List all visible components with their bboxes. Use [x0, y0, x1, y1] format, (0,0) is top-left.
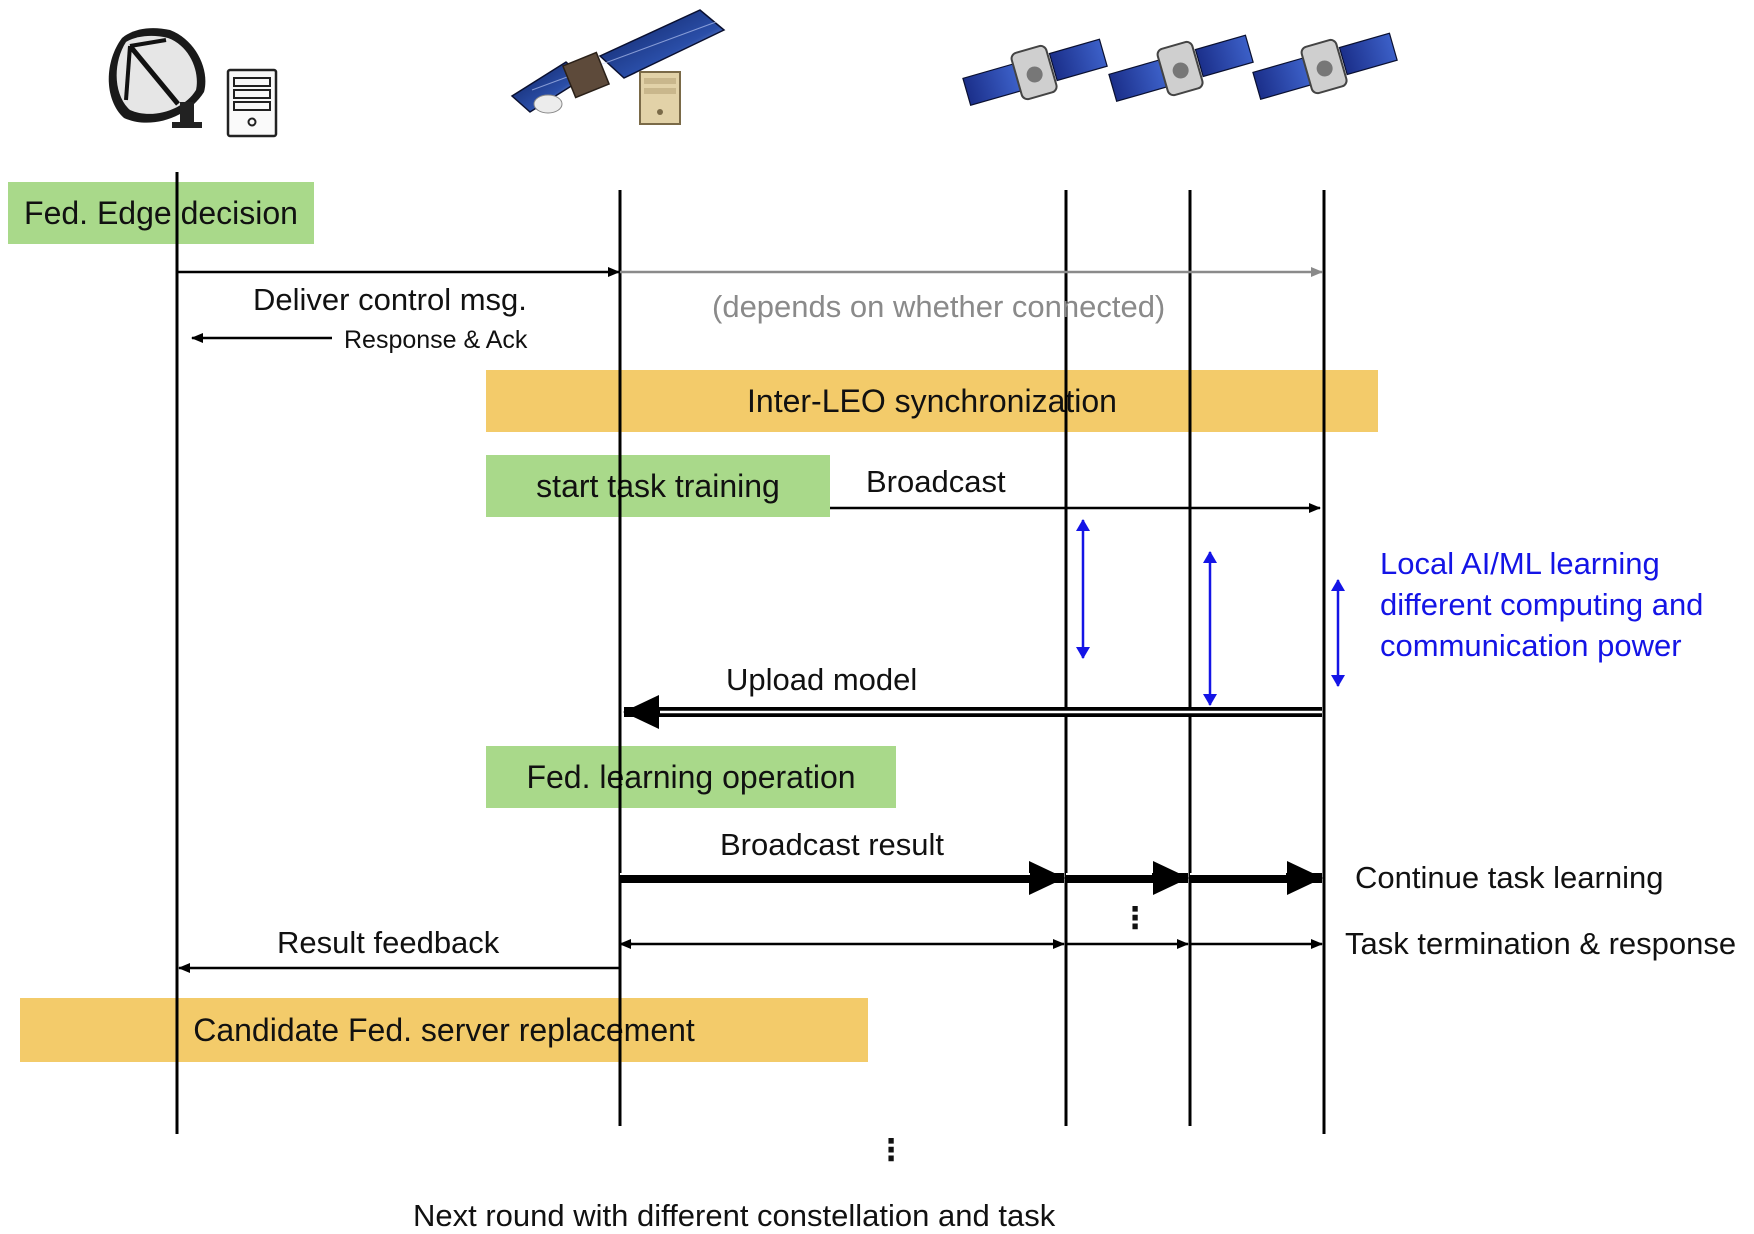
result-feedback-label: Result feedback [277, 925, 500, 960]
inter-leo-sync-box: Inter-LEO synchronization [486, 370, 1378, 432]
depends-on-label: (depends on whether connected) [712, 289, 1166, 324]
deliver-control-label: Deliver control msg. [253, 282, 527, 317]
next-round-label: Next round with different constellation … [413, 1198, 1056, 1233]
leo-satellite-icon [1108, 34, 1254, 103]
round-ellipsis: ⋮ [876, 1134, 906, 1167]
local-learning-note: Local AI/ML learning different computing… [1380, 544, 1703, 667]
fed-learning-operation-box: Fed. learning operation [486, 746, 896, 808]
task-termination-label: Task termination & response [1345, 926, 1737, 961]
ground-station-dish-icon [108, 28, 206, 128]
local-learning-line-2: different computing and [1380, 586, 1704, 622]
leo-satellite-icon [1252, 32, 1398, 101]
local-learning-line-1: Local AI/ML learning [1380, 546, 1660, 581]
upload-model-label: Upload model [726, 662, 918, 697]
candidate-server-replacement-box: Candidate Fed. server replacement [20, 998, 868, 1062]
fed-edge-decision-box: Fed. Edge decision [8, 182, 314, 244]
broadcast-result-label: Broadcast result [720, 827, 944, 862]
server-icon [639, 71, 681, 125]
response-ack-label: Response & Ack [344, 326, 528, 354]
constellation-ellipsis: ⋮ [1120, 902, 1150, 935]
geo-satellite-icon [510, 9, 726, 125]
server-icon [226, 68, 278, 138]
start-task-training-box: start task training [486, 455, 830, 517]
broadcast-label: Broadcast [866, 464, 1006, 499]
leo-satellite-icon [962, 38, 1108, 107]
local-learning-line-3: communication power [1380, 627, 1682, 663]
continue-learning-label: Continue task learning [1355, 860, 1664, 895]
